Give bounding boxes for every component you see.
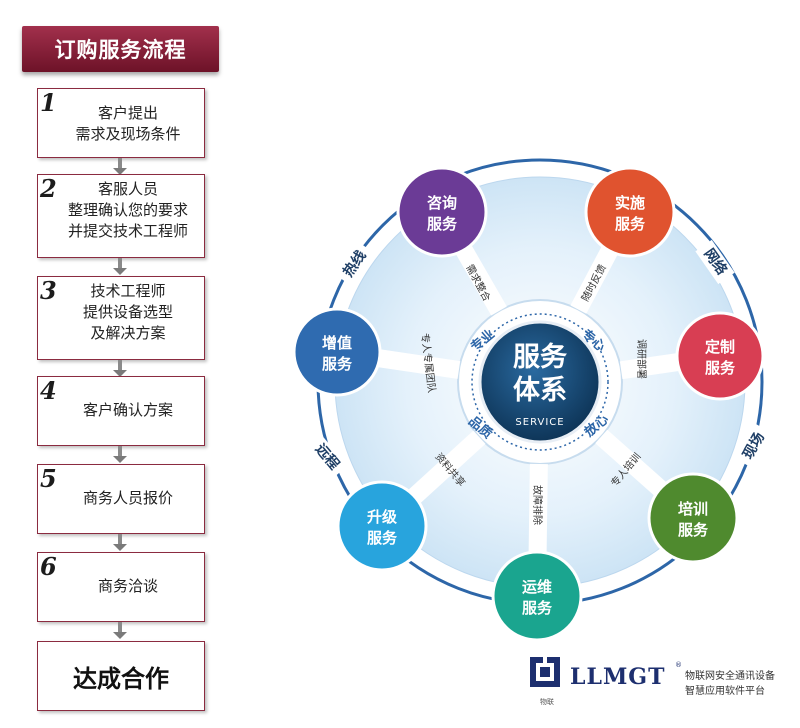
logo-name: LLMGT (570, 664, 666, 690)
step-text-line: 客服人员 (97, 180, 158, 198)
node-label-line1: 升级 (367, 508, 398, 526)
node-circle-custom (675, 311, 765, 401)
flow-down-arrow (113, 258, 127, 275)
flow-step-5: 5 商务人员报价 (37, 464, 205, 534)
step-number: 1 (40, 88, 57, 117)
step-text-line: 技术工程师 (90, 282, 166, 300)
llmgt-logo: 物联 LLMGT ® 物联网安全通讯设备 智慧应用软件平台 (528, 655, 790, 706)
node-label-line1: 定制 (705, 338, 735, 356)
node-circle-implement (584, 166, 676, 258)
step-text-line: 整理确认您的要求 (67, 201, 188, 219)
node-label-line1: 运维 (522, 578, 552, 596)
outer-word-bg (735, 423, 773, 469)
node-circle-training (647, 472, 739, 564)
flow-step-4: 4 客户确认方案 (37, 376, 205, 446)
node-circle-ops (491, 550, 583, 642)
center-label-line2: 体系 (513, 375, 567, 406)
node-label-line2: 服务 (705, 359, 736, 377)
final-step-box: 达成合作 (37, 641, 205, 711)
flow-down-arrow (113, 622, 127, 639)
outer-word-bg (335, 241, 375, 287)
spoke-bar (619, 353, 679, 380)
flow-step-3: 3 技术工程师提供设备选型及解决方案 (37, 276, 205, 360)
logo-mark-text: 物联 (540, 698, 554, 706)
final-step-label: 达成合作 (73, 664, 169, 693)
inner-dotted-ring (471, 313, 609, 451)
spoke-bar (408, 430, 486, 504)
step-number: 6 (40, 552, 57, 581)
node-circle-upgrade (336, 480, 428, 572)
outer-word-bg (695, 239, 735, 285)
step-text-line: 客户提出 (97, 104, 158, 122)
spoke-label: 故障排除 (531, 485, 544, 525)
spoke-bar (595, 429, 667, 496)
node-label-line1: 增值 (322, 334, 352, 352)
spoke-bar (456, 245, 507, 316)
center-circle (478, 320, 602, 444)
flow-down-arrow (113, 158, 127, 175)
step-number: 4 (40, 376, 57, 405)
flow-step-2: 2 客服人员整理确认您的要求并提交技术工程师 (37, 174, 205, 258)
logo-tagline-1: 物联网安全通讯设备 (685, 671, 775, 682)
flow-title-banner: 订购服务流程 (22, 26, 219, 72)
logo-registered-mark: ® (675, 661, 682, 669)
step-number: 3 (40, 276, 57, 305)
node-circle-consult (396, 166, 488, 258)
flow-step-6: 6 商务洽谈 (37, 552, 205, 622)
step-number: 5 (40, 464, 57, 493)
node-circle-value_added (292, 307, 382, 397)
step-text-line: 客户确认方案 (82, 401, 173, 419)
logo-tagline-2: 智慧应用软件平台 (685, 686, 765, 697)
center-label-sub: SERVICE (515, 417, 564, 428)
flow-down-arrow (113, 360, 127, 377)
spoke-label: 调研部署 (635, 339, 648, 379)
outer-word-bg (306, 435, 348, 479)
node-label-line2: 服务 (427, 215, 458, 233)
flow-step-1: 1 客户提出需求及现场条件 (37, 88, 205, 158)
step-number: 2 (40, 174, 57, 203)
step-text-line: 并提交技术工程师 (67, 222, 188, 240)
step-text-line: 需求及现场条件 (75, 125, 181, 143)
node-label-line2: 服务 (522, 599, 553, 617)
node-label-line2: 服务 (678, 521, 709, 539)
flow-down-arrow (113, 534, 127, 551)
step-text-line: 及解决方案 (90, 324, 166, 342)
step-text-line: 商务人员报价 (82, 489, 173, 507)
spoke-bar (528, 463, 548, 553)
step-text-line: 商务洽谈 (97, 577, 158, 595)
node-label-line1: 实施 (615, 194, 645, 212)
spoke-bar (378, 349, 461, 379)
node-label-line1: 培训 (678, 500, 708, 518)
center-label-line1: 服务 (513, 342, 567, 373)
flow-down-arrow (113, 446, 127, 463)
node-label-line1: 咨询 (427, 194, 457, 212)
step-text-line: 提供设备选型 (82, 303, 173, 321)
node-label-line2: 服务 (615, 215, 646, 233)
llmgt-logo-mark (530, 655, 560, 687)
node-label-line2: 服务 (322, 355, 353, 373)
spoke-bar (570, 246, 618, 314)
node-label-line2: 服务 (367, 529, 398, 547)
flow-title: 订购服务流程 (54, 38, 187, 62)
